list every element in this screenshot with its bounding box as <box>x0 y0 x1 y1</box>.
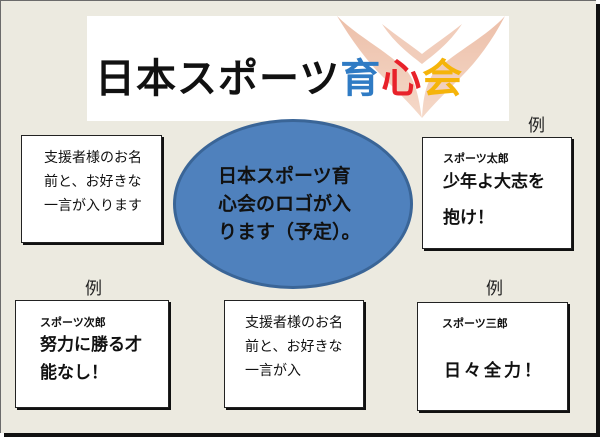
supporter-box-top-left: 支援者様のお名前と、お好きな一言が入ります <box>21 135 162 243</box>
example-name: スポーツ三郎 <box>442 317 508 330</box>
motto-line-1: 少年よ大志を <box>443 172 545 192</box>
example-box-bottom-right: スポーツ三郎 日々全力！ <box>417 302 568 411</box>
title-yellow-char: 会 <box>422 56 464 102</box>
logo-placeholder-ellipse: 日本スポーツ育心会のロゴが入ります（予定）。 <box>173 119 413 289</box>
title-black-text: 日本スポーツ <box>95 56 341 102</box>
example-name: スポーツ太郎 <box>443 152 509 165</box>
supporter-text: 支援者様のお名前と、お好きな一言が入ります <box>44 150 142 214</box>
title-red-char: 心 <box>381 56 423 102</box>
example-box-top-right: スポーツ太郎 少年よ大志を 抱け！ <box>422 137 572 249</box>
banner-title: 日本スポーツ育心会 <box>95 46 463 104</box>
example-label: 例 <box>85 279 102 299</box>
motto-line-1: 日々全力！ <box>444 361 544 381</box>
logo-banner: 日本スポーツ育心会 <box>87 16 509 121</box>
motto-line-2: 抱け！ <box>443 208 494 228</box>
logo-placeholder-text: 日本スポーツ育心会のロゴが入ります（予定）。 <box>218 165 361 243</box>
title-blue-char: 育 <box>340 56 382 102</box>
supporter-box-bottom-center: 支援者様のお名前と、お好きな一言が入 <box>224 300 364 408</box>
motto-line-1: 努力に勝る才 <box>40 335 142 355</box>
example-label: 例 <box>528 116 545 136</box>
example-name: スポーツ次郎 <box>40 316 106 329</box>
example-box-bottom-left: スポーツ次郎 努力に勝る才 能なし！ <box>15 300 169 408</box>
supporter-text: 支援者様のお名前と、お好きな一言が入 <box>245 315 343 379</box>
motto-line-2: 能なし！ <box>40 363 108 383</box>
heart-hands-image <box>337 16 505 118</box>
example-label: 例 <box>486 279 503 299</box>
